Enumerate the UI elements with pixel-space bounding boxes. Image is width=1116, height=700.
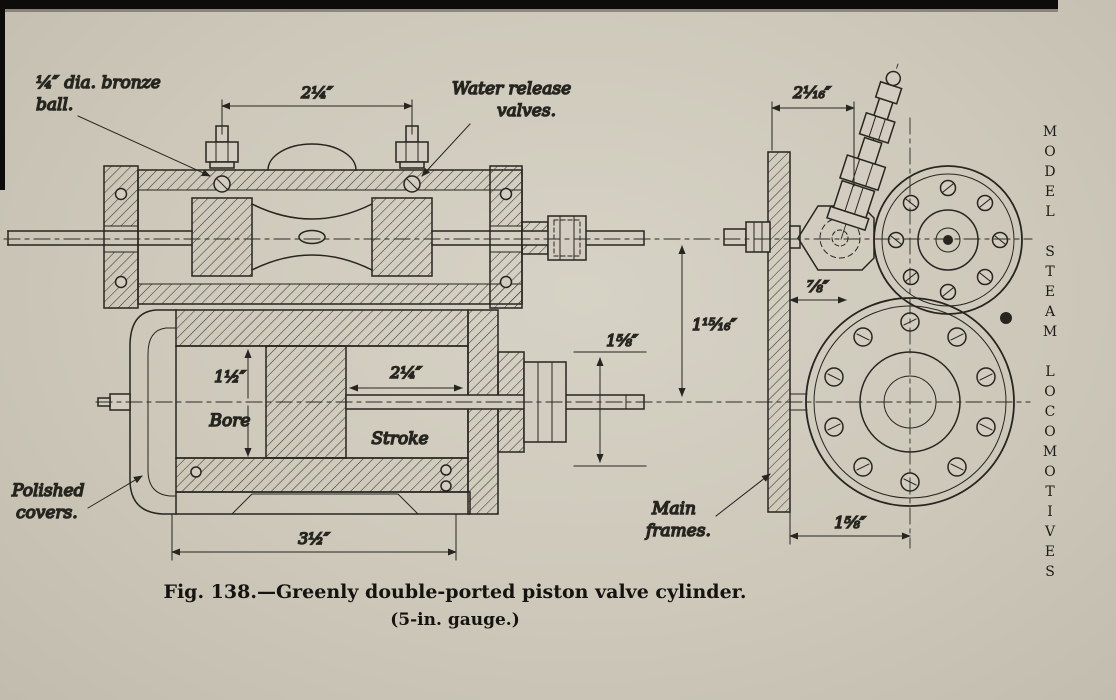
cylinder-section <box>97 309 499 515</box>
valve-chest-section <box>103 143 523 309</box>
dim-bore-text: 1½″ <box>214 367 246 386</box>
release-valve-stack <box>826 63 903 240</box>
water-release-valve-left <box>205 125 239 193</box>
bronze-ball-label-line2: ball. <box>36 95 73 115</box>
stroke-word: Stroke <box>371 429 428 449</box>
polished-covers-leader <box>87 475 143 509</box>
dim-cover-radius-text: 1⅝″ <box>834 513 866 532</box>
water-release-leader <box>421 123 471 177</box>
main-frames-label-line1: Main <box>651 499 696 519</box>
centre-lines <box>3 117 1033 549</box>
scan-edge-top-shadow <box>0 9 1058 12</box>
scan-edge-left <box>0 0 5 190</box>
dim-frame-to-valve-text: ⅞″ <box>807 277 829 296</box>
figure-caption: Fig. 138.—Greenly double-ported piston v… <box>100 581 810 630</box>
dim-valve-travel-text: 2¼″ <box>300 83 333 102</box>
valve-cover-bolts <box>887 179 1009 301</box>
main-frames-label-line2: frames. <box>644 521 711 541</box>
dim-cylinder-length: 3½″ <box>171 513 457 561</box>
dim-valve-offset-text: 2¹⁄₁₆″ <box>792 83 831 102</box>
dim-centre-height: 1¹⁵⁄₁₆″ <box>678 245 737 397</box>
steam-dome <box>267 143 357 171</box>
valve-spindle <box>7 230 523 246</box>
dim-frame-to-valve: ⅞″ <box>789 276 847 304</box>
engineering-drawing: ¼″ dia. bronze ball. 2¼″ Water release v… <box>3 63 1033 561</box>
bronze-ball-label-line1: ¼″ dia. bronze <box>36 73 161 93</box>
figure-caption-line1: Fig. 138.—Greenly double-ported piston v… <box>163 581 747 603</box>
dim-valve-offset: 2¹⁄₁₆″ <box>771 82 855 187</box>
dim-cylinder-length-text: 3½″ <box>298 529 330 548</box>
piston-valve <box>191 197 433 277</box>
left-sectional-view <box>7 125 645 515</box>
polished-covers-label-line2: covers. <box>16 503 78 523</box>
running-head: MODEL STEAM LOCOMOTIVES <box>1042 124 1058 584</box>
dim-stroke-text: 2¼″ <box>389 363 422 382</box>
dim-bore: 1½″ Bore <box>208 349 252 457</box>
polished-cover-outline <box>129 309 177 515</box>
right-end-view <box>723 63 1023 513</box>
scan-edge-top <box>0 0 1058 9</box>
water-release-label-line2: valves. <box>497 101 556 121</box>
annotations: ¼″ dia. bronze ball. 2¼″ Water release v… <box>10 72 911 561</box>
bore-word: Bore <box>209 411 251 431</box>
valve-rod-end-bolt <box>723 221 801 253</box>
dim-cover-radius: 1⅝″ <box>789 511 911 545</box>
polished-covers-label-line1: Polished <box>11 481 85 501</box>
dim-gland-depth-text: 1⅝″ <box>606 331 638 350</box>
stud-dot <box>1000 312 1012 324</box>
main-frame-plate <box>767 151 791 513</box>
dim-centre-height-text: 1¹⁵⁄₁₆″ <box>692 315 737 334</box>
figure-caption-line2: (5-in. gauge.) <box>390 610 520 630</box>
bronze-ball-leader <box>77 115 211 177</box>
valve-rod-gland <box>521 215 645 261</box>
dim-valve-travel: 2¼″ <box>221 82 413 135</box>
valve-chest-cover <box>873 165 1023 315</box>
water-release-label-line1: Water release <box>452 79 571 99</box>
dim-gland-depth: 1⅝″ <box>573 330 647 467</box>
dim-stroke: 2¼″ Stroke <box>349 362 463 450</box>
main-frames-leader <box>715 473 771 517</box>
